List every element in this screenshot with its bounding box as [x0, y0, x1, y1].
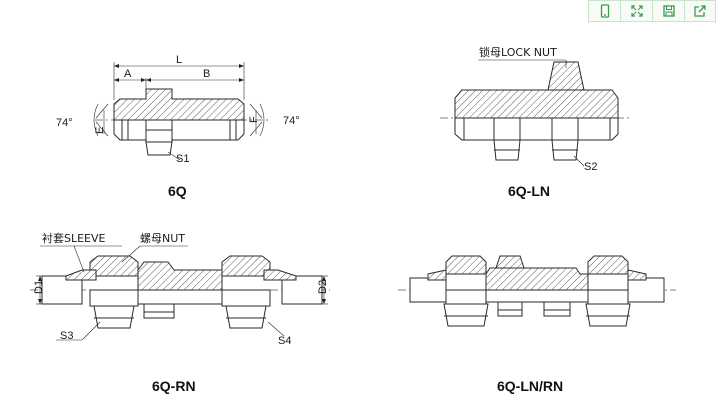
dim-s4: S4 [278, 335, 291, 347]
nut-label: 螺母NUT [140, 232, 185, 245]
dim-s2: S2 [584, 161, 597, 173]
dim-l: L [176, 54, 182, 66]
fig-6q: L A B E F 74° 74° S1 6Q [56, 54, 300, 199]
angle-left: 74° [56, 117, 73, 129]
dim-b: B [203, 68, 210, 80]
save-icon[interactable] [652, 0, 684, 22]
dim-f: F [248, 116, 260, 123]
phone-icon[interactable] [588, 0, 620, 22]
dim-d2: D2 [317, 280, 329, 294]
caption-6q: 6Q [168, 183, 187, 199]
fig-6q-ln: 锁母LOCK NUT S2 6Q-LN [440, 45, 632, 199]
caption-6q-rn: 6Q-RN [152, 378, 196, 394]
caption-6q-ln: 6Q-LN [508, 183, 550, 199]
dim-e: E [94, 127, 106, 134]
toolbar [588, 0, 716, 22]
sleeve-label: 衬套SLEEVE [42, 232, 106, 245]
share-icon[interactable] [684, 0, 716, 22]
expand-icon[interactable] [620, 0, 652, 22]
dim-s3: S3 [60, 330, 73, 342]
caption-6q-ln-rn: 6Q-LN/RN [497, 378, 563, 394]
angle-right: 74° [283, 115, 300, 127]
dim-d1: D1 [33, 280, 45, 294]
lock-nut-label: 锁母LOCK NUT [479, 45, 557, 59]
fig-6q-rn: 衬套SLEEVE 螺母NUT D1 D2 S3 S4 6Q-RN [30, 232, 330, 394]
fig-6q-ln-rn: 6Q-LN/RN [398, 255, 676, 394]
dim-a: A [124, 68, 132, 80]
dim-s1: S1 [176, 153, 189, 165]
